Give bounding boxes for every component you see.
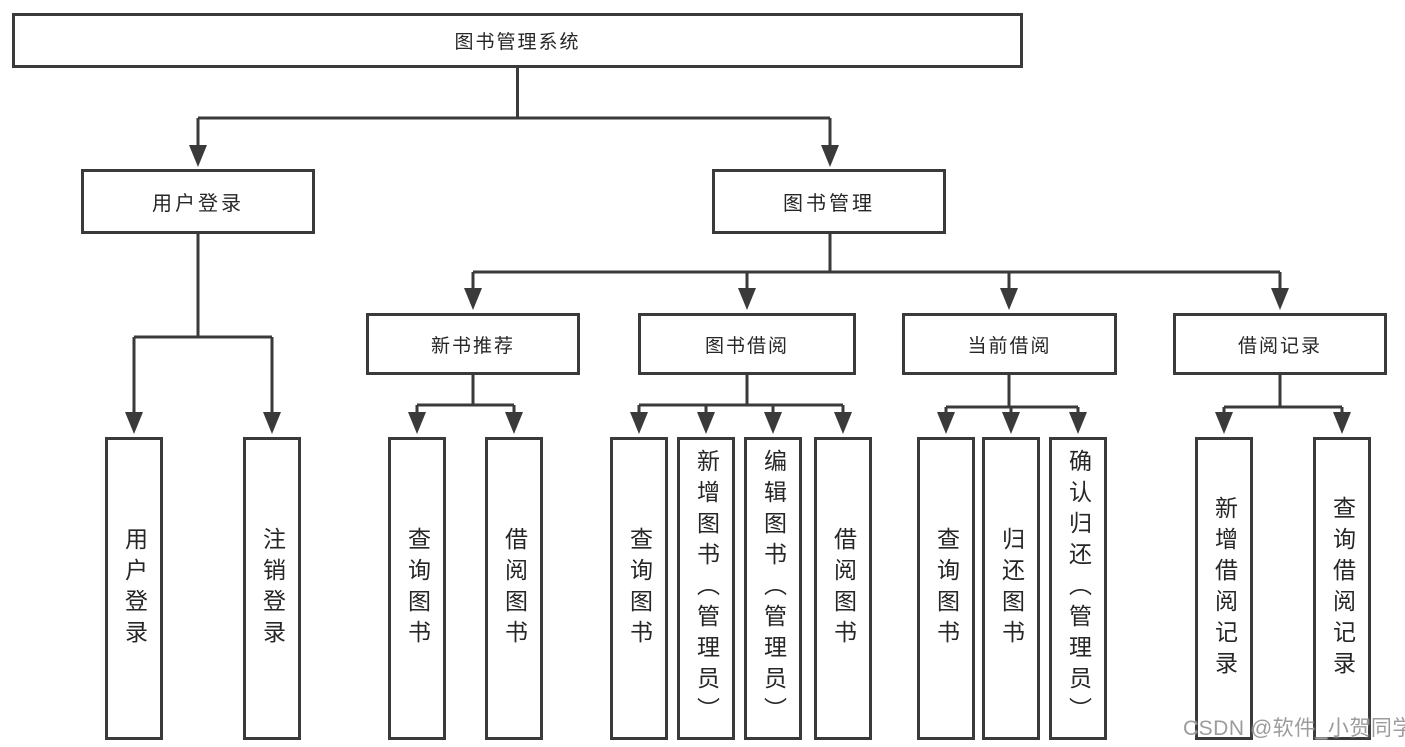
leaf-borrow-books-borrowing: 借阅图书 <box>814 437 872 740</box>
leaf-label: 编辑图书（管理员） <box>760 449 787 728</box>
leaf-return-books: 归还图书 <box>982 437 1040 740</box>
node-book-borrowing: 图书借阅 <box>638 313 856 375</box>
leaf-label: 注销登录 <box>259 526 286 651</box>
leaf-user-login: 用户登录 <box>105 437 163 740</box>
node-new-book-recommendation: 新书推荐 <box>366 313 580 375</box>
node-label: 新书推荐 <box>430 335 515 357</box>
node-label: 借阅记录 <box>1237 335 1322 357</box>
node-book-management: 图书管理 <box>712 169 946 234</box>
leaf-query-borrow-record: 查询借阅记录 <box>1313 437 1371 740</box>
csdn-watermark: CSDN @软件_小贺同学 <box>1183 717 1405 740</box>
node-label: 图书管理 <box>783 193 875 215</box>
leaf-label: 确认归还（管理员） <box>1065 449 1092 728</box>
node-library-management-system: 图书管理系统 <box>12 13 1023 68</box>
leaf-logout-login: 注销登录 <box>243 437 301 740</box>
leaf-label: 查询借阅记录 <box>1329 495 1356 682</box>
leaf-borrow-books-recommend: 借阅图书 <box>485 437 543 740</box>
leaf-label: 用户登录 <box>121 526 148 651</box>
node-label: 图书借阅 <box>704 335 789 357</box>
leaf-label: 借阅图书 <box>501 526 528 651</box>
leaf-label: 借阅图书 <box>830 526 857 651</box>
leaf-query-books-borrowing: 查询图书 <box>610 437 668 740</box>
node-label: 图书管理系统 <box>454 32 581 53</box>
leaf-query-books-current: 查询图书 <box>917 437 975 740</box>
leaf-label: 新增图书（管理员） <box>693 449 720 728</box>
leaf-label: 归还图书 <box>998 526 1025 651</box>
leaf-label: 查询图书 <box>404 526 431 651</box>
node-label: 当前借阅 <box>967 335 1052 357</box>
leaf-add-borrow-record: 新增借阅记录 <box>1195 437 1253 740</box>
leaf-confirm-return-admin: 确认归还（管理员） <box>1049 437 1107 740</box>
leaf-add-books-admin: 新增图书（管理员） <box>677 437 735 740</box>
node-borrowing-records: 借阅记录 <box>1173 313 1387 375</box>
node-user-login: 用户登录 <box>81 169 315 234</box>
node-current-borrowing: 当前借阅 <box>902 313 1117 375</box>
leaf-query-books-recommend: 查询图书 <box>388 437 446 740</box>
leaf-label: 查询图书 <box>626 526 653 651</box>
leaf-edit-books-admin: 编辑图书（管理员） <box>744 437 802 740</box>
node-label: 用户登录 <box>152 193 244 215</box>
leaf-label: 查询图书 <box>933 526 960 651</box>
leaf-label: 新增借阅记录 <box>1211 495 1238 682</box>
